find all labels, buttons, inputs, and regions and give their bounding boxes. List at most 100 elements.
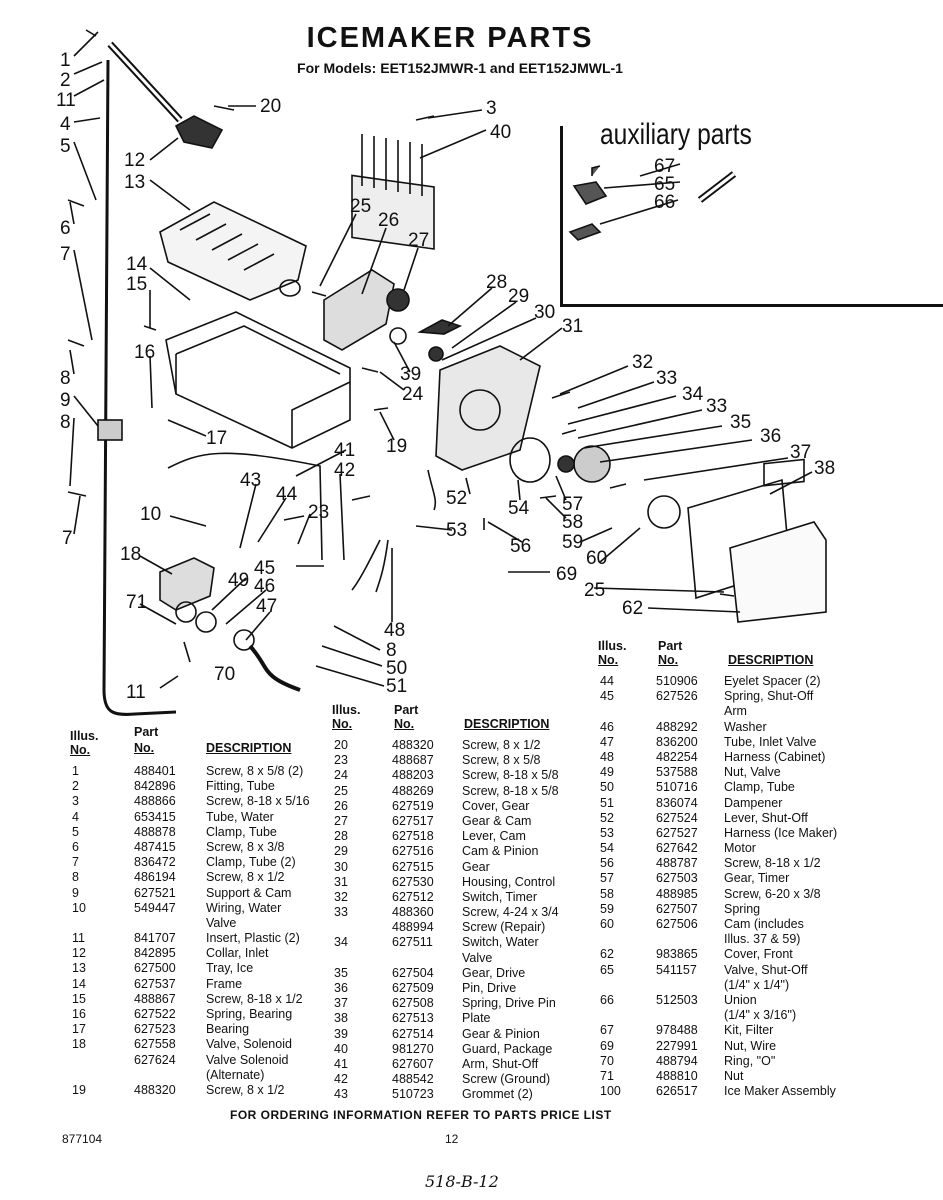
part-no-cell: 627506 [656, 917, 698, 931]
part-no-cell: 627527 [656, 825, 698, 840]
auxiliary-parts-box [560, 126, 943, 307]
description-cell: Screw, 8-18 x 1/2 [724, 856, 821, 871]
part-no-cell: 486194 [134, 870, 176, 885]
callout-53: 53 [446, 520, 467, 541]
part-no-cell: 842895 [134, 946, 176, 961]
callout-41: 41 [334, 440, 355, 461]
description-cell: Screw (Repair) [462, 920, 546, 935]
description-cell: Screw, 8-18 x 5/8 [462, 768, 559, 783]
part-no-cell: 537588 [656, 765, 698, 780]
callout-26: 26 [378, 210, 399, 231]
header-description: DESCRIPTION [728, 653, 814, 667]
part-no-cell: 541157 [656, 962, 697, 977]
description-cell: Washer [724, 719, 767, 734]
part-no-cell: 836074 [656, 795, 698, 810]
description-cell: Dampener [724, 795, 783, 810]
description-cell: Lever, Shut-Off [724, 810, 808, 825]
part-no-cell: 549447 [134, 900, 176, 915]
description-cell: Lever, Cam [462, 829, 526, 844]
table-header: Illus. No. Part No. DESCRIPTION [330, 704, 570, 738]
part-no-cell: 978488 [656, 1023, 698, 1038]
illus-no-cell: 67 [600, 1023, 614, 1038]
illus-no-cell: 60 [600, 917, 614, 931]
illus-no-cell: 32 [334, 889, 348, 904]
model-subtitle: For Models: EET152JMWR-1 and EET152JMWL-… [297, 60, 623, 76]
description-cell: Clamp, Tube [724, 780, 795, 795]
illus-no-cell: 49 [600, 765, 614, 780]
part-no-cell: 653415 [134, 809, 176, 824]
description-cell: Screw, 8 x 1/2 [206, 870, 285, 885]
callout-52: 52 [446, 488, 467, 509]
illus-no-cell: 70 [600, 1053, 614, 1068]
table-row: Illus. 37 & 59) [596, 932, 846, 947]
callout-30: 30 [534, 302, 555, 323]
part-no-cell: 841707 [134, 931, 176, 946]
callout-14: 14 [126, 254, 148, 275]
part-no-cell: 488320 [134, 1082, 176, 1097]
description-cell: Switch, Water [462, 935, 539, 950]
description-cell: Motor [724, 841, 756, 856]
header-part: Part [394, 703, 419, 717]
description-cell: Switch, Timer [462, 889, 538, 904]
description-cell: Spring [724, 901, 761, 916]
description-cell: Gear, Timer [724, 871, 790, 886]
table-row: Arm [596, 704, 846, 719]
table-row: (Alternate) [68, 1068, 308, 1083]
callout-3: 3 [486, 98, 497, 119]
part-no-cell: 488269 [392, 783, 434, 798]
part-no-cell: 627524 [656, 810, 698, 825]
illus-no-cell: 48 [600, 749, 614, 764]
illus-no-cell: 27 [334, 813, 348, 828]
callout-33b: 33 [706, 396, 727, 417]
description-cell: Guard, Package [462, 1041, 553, 1056]
part-no-cell: 627519 [392, 798, 434, 813]
description-cell: Screw, 8 x 1/2 [462, 738, 541, 752]
callout-16: 16 [134, 342, 155, 363]
illus-no-cell: 7 [72, 855, 79, 870]
callout-67: 67 [654, 156, 675, 177]
callout-42: 42 [334, 460, 355, 481]
header-part-no: No. [394, 717, 415, 731]
callout-13: 13 [124, 172, 145, 193]
diagram-drawing [67, 29, 827, 716]
illus-no-cell: 9 [72, 885, 79, 900]
description-cell: Cover, Front [724, 947, 793, 962]
description-cell: Cam & Pinion [462, 844, 539, 859]
part-no-cell: 488360 [392, 905, 434, 920]
description-cell: Pin, Drive [462, 981, 517, 995]
description-cell: Wiring, Water [206, 900, 282, 915]
part-no-cell: 627513 [392, 1011, 434, 1026]
part-no-cell: 488985 [656, 886, 698, 901]
part-no-cell: 488787 [656, 856, 698, 871]
callout-54: 54 [508, 498, 530, 519]
illus-no-cell: 50 [600, 780, 614, 795]
part-no-cell: 488687 [392, 753, 434, 768]
part-no-cell: 627518 [392, 829, 434, 844]
description-cell: Gear [462, 859, 490, 874]
callout-50: 50 [386, 658, 407, 679]
illus-no-cell: 38 [334, 1011, 348, 1026]
illus-no-cell: 57 [600, 871, 614, 886]
part-no-cell: 627517 [392, 813, 434, 828]
